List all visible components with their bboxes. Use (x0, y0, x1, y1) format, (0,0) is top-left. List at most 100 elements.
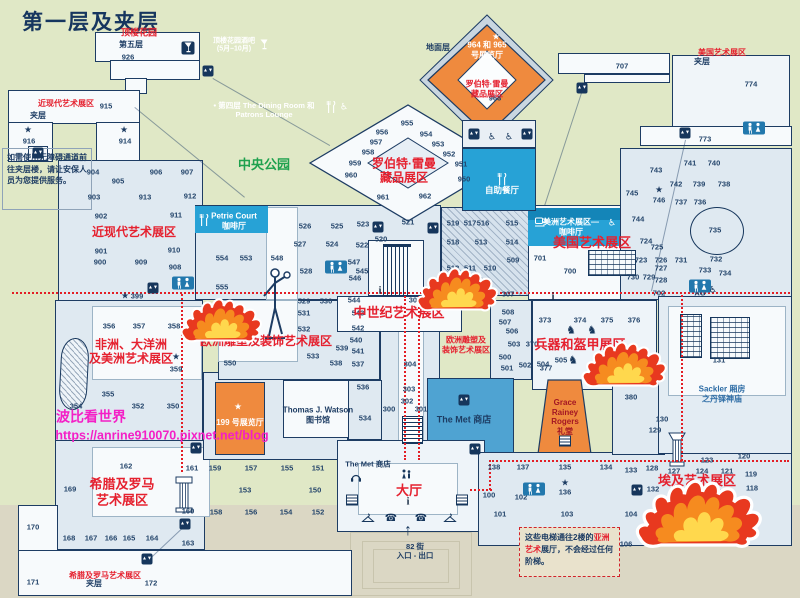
room-302: 302 (400, 396, 414, 406)
room-167: 167 (84, 533, 98, 543)
star-icon: ★ (491, 31, 501, 42)
gallery-735-oval (690, 207, 744, 255)
star-icon: ★ (560, 477, 570, 488)
access-icon: ♿ (708, 284, 718, 295)
room-957: 957 (369, 137, 383, 147)
room-157: 157 (244, 463, 258, 473)
room-906: 906 (149, 167, 163, 177)
central-park-label: 中央公园 (237, 157, 291, 173)
room-701: 701 (533, 253, 547, 263)
room-908: 908 (168, 262, 182, 272)
lehman-collection-label: 罗伯特·雷曼 藏品展区 (372, 156, 436, 185)
room-504: 504 (536, 359, 550, 369)
room-162: 162 (119, 461, 133, 471)
room-909: 909 (134, 257, 148, 267)
building-707-bar (558, 53, 670, 74)
flame-icon (581, 339, 669, 394)
room-172: 172 (144, 578, 158, 588)
lehman-wing-shape (308, 14, 554, 222)
building-african-court (92, 306, 202, 380)
room-916: 916 (22, 136, 36, 146)
building-european-axis (266, 207, 298, 300)
room-536: 536 (356, 382, 370, 392)
room-507: 507 (498, 317, 512, 327)
access-white-icon: ♿ (339, 101, 349, 112)
greek-roman-label: 希腊及罗马 艺术展区 (89, 476, 155, 507)
building-greek-mezz-strip (18, 550, 352, 596)
room-128: 128 (645, 463, 659, 473)
room-370: 370 (525, 339, 539, 349)
knight-icon: ♞ (568, 354, 578, 367)
building-mezz915-right (96, 122, 140, 162)
elevator-icon: ▲▼ (32, 147, 44, 159)
room-724: 724 (639, 236, 653, 246)
roof-garden-label: 顶楼花园 (120, 27, 158, 38)
stairs-icon (559, 435, 571, 447)
room-547: 547 (347, 257, 361, 267)
room-136: 136 (558, 487, 572, 497)
wine-white-icon (260, 39, 269, 51)
restroom-icon (172, 276, 194, 290)
sackler-dendur-label: Sackler 厢房 之丹铎神庙 (698, 384, 746, 403)
room-524: 524 (325, 239, 339, 249)
star-icon: ★ (171, 351, 181, 362)
room-901: 901 (94, 246, 108, 256)
room-152: 152 (311, 507, 325, 517)
fork-white-icon (496, 173, 508, 185)
room-171: 171 (26, 577, 40, 587)
knight-icon: ♞ (587, 324, 597, 337)
wine-navy-icon (181, 41, 195, 55)
room-700: 700 (563, 266, 577, 276)
coffee-white-icon (535, 217, 548, 228)
room-533: 533 (306, 351, 320, 361)
info-icon: i (406, 496, 410, 508)
room-527: 527 (293, 239, 307, 249)
room-380: 380 (624, 392, 638, 402)
people-icon (400, 469, 412, 479)
restroom-icon (523, 482, 545, 496)
room-515: 515 (505, 218, 519, 228)
ground-level-label: 地面层 (426, 43, 450, 53)
room-514: 514 (505, 237, 519, 247)
building-roof-garden-lower (110, 60, 200, 80)
restroom-icon (743, 121, 765, 135)
tour-path-segment (470, 489, 492, 491)
room-723: 723 (634, 255, 648, 265)
great-hall-label: 大厅 (395, 483, 423, 499)
room-742: 742 (669, 179, 683, 189)
room-304: 304 (403, 359, 417, 369)
elevator-icon: ▲▼ (202, 65, 214, 77)
room-508: 508 (501, 307, 515, 317)
room-513: 513 (474, 237, 488, 247)
room-505: 505 (554, 355, 568, 365)
hanger-icon (443, 513, 457, 523)
room-123: 123 (700, 455, 714, 465)
room-960: 960 (344, 170, 358, 180)
room-501: 501 (500, 363, 514, 373)
room-738: 738 (717, 179, 731, 189)
building-773-bar (640, 126, 792, 146)
american-art-mezz-label: 美国艺术展区 (698, 48, 746, 58)
star-icon: ★ (23, 124, 33, 135)
room-926: 926 (121, 52, 135, 62)
room-903: 903 (87, 192, 101, 202)
room-707: 707 (615, 61, 629, 71)
room-951: 951 (454, 159, 468, 169)
room-124: 124 (695, 466, 709, 476)
building-707-lip (584, 74, 670, 83)
room-374: 374 (573, 315, 587, 325)
building-ne-mezz (672, 55, 790, 128)
page-title: 第一层及夹层 (22, 11, 160, 34)
room-548: 548 (270, 253, 284, 263)
elevator-icon: ▲▼ (427, 222, 439, 234)
fork-white-icon (325, 101, 337, 113)
room-118: 118 (745, 483, 759, 493)
info-icon: i (378, 285, 382, 297)
room-725: 725 (650, 242, 664, 252)
dendur-gate (680, 314, 702, 358)
room-307: 307 (501, 289, 515, 299)
elevator-icon: ▲▼ (679, 127, 691, 139)
room-516: 516 (476, 218, 490, 228)
room-904: 904 (86, 167, 100, 177)
room-912: 912 (183, 191, 197, 201)
